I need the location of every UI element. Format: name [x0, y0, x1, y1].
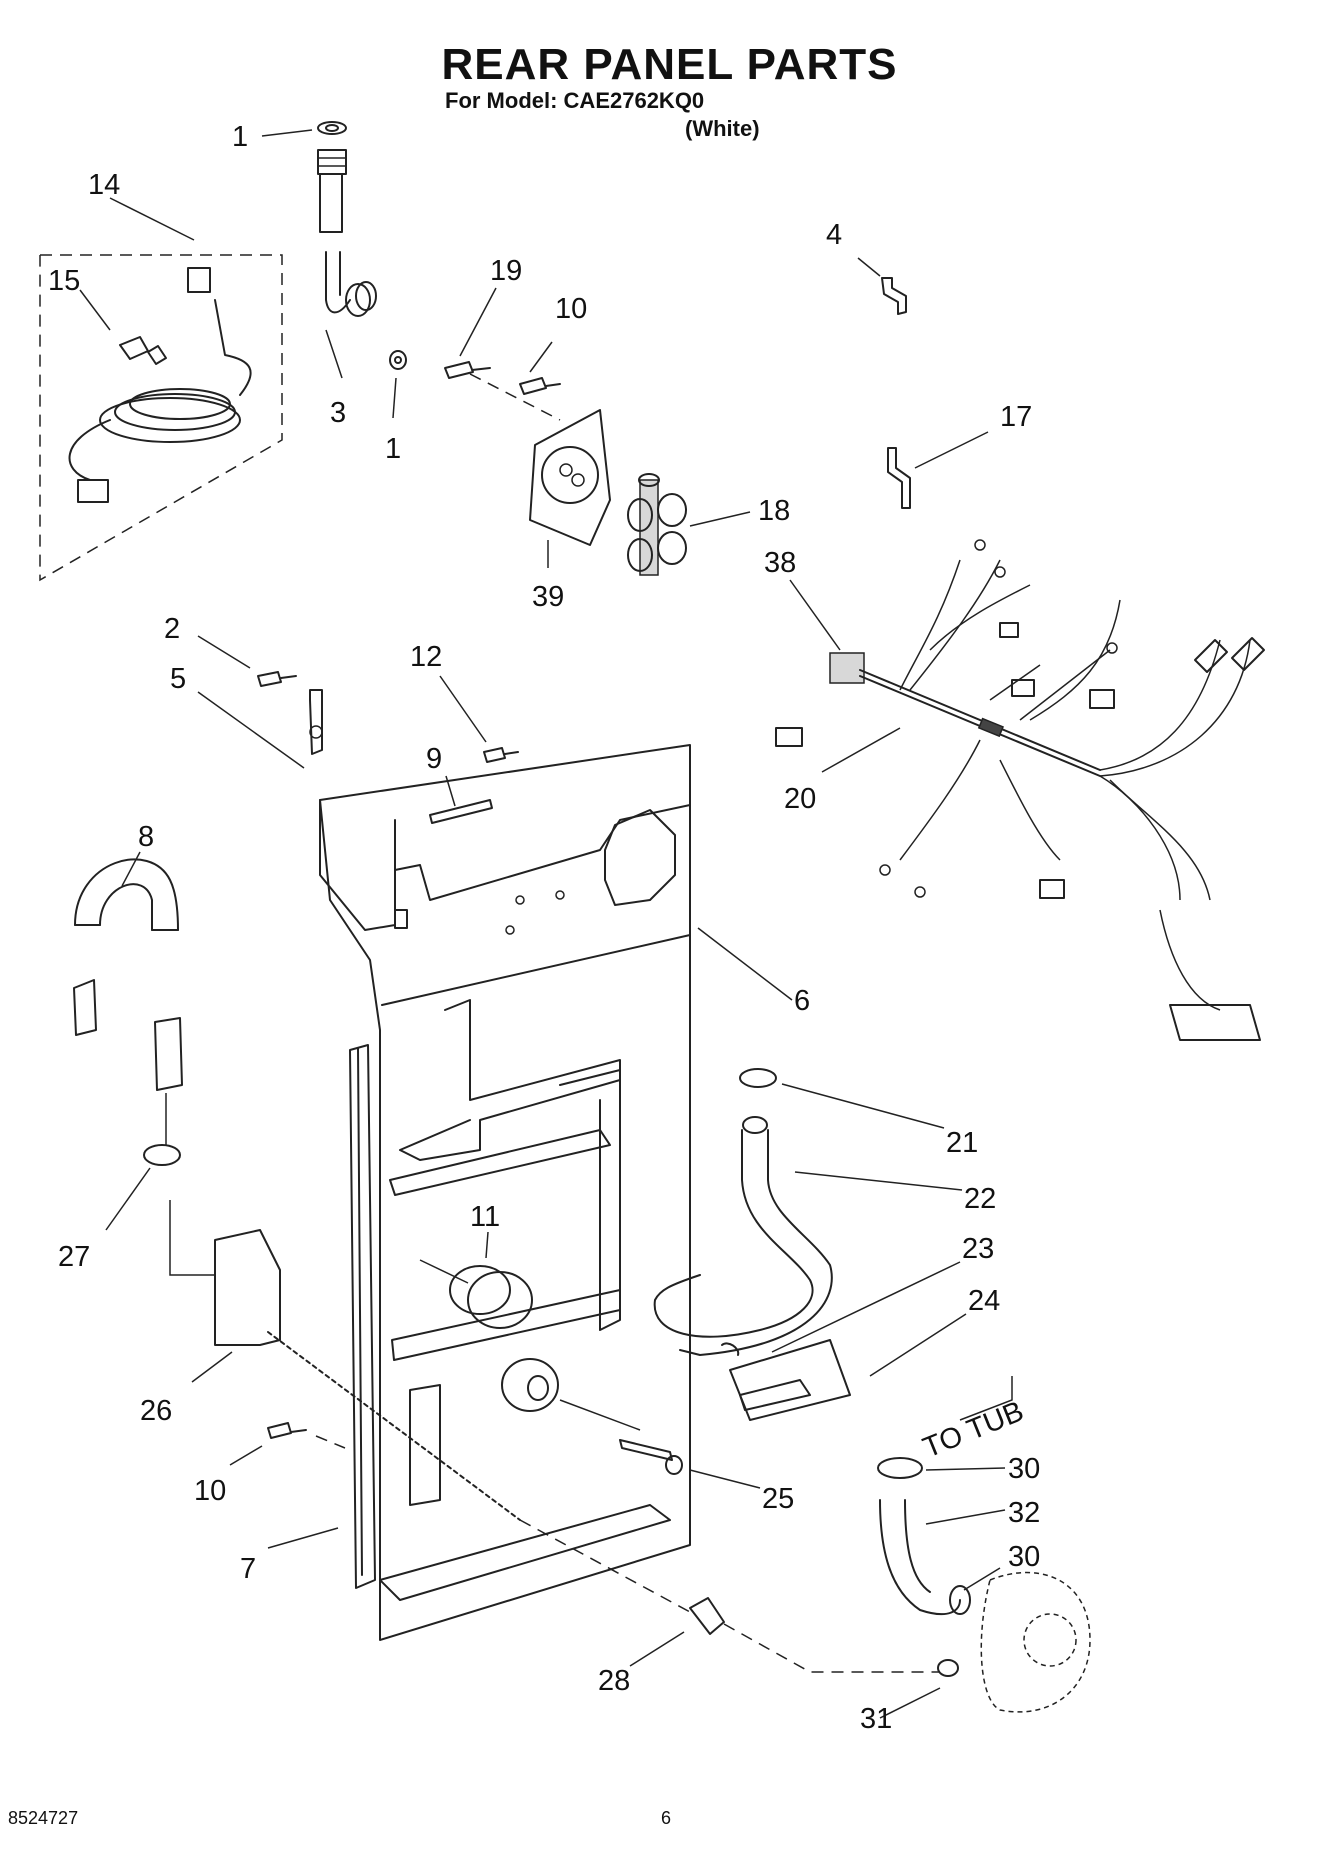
small-brackets: [881, 277, 911, 509]
callout-31-clamp: 31: [860, 1703, 892, 1735]
callout-30-clamp-top: 30: [1008, 1453, 1040, 1485]
callout-3-inlet-hose: 3: [330, 397, 346, 429]
callout-22-fill-hose: 22: [964, 1183, 996, 1215]
leader-lines: [79, 129, 1006, 1719]
pressure-switch: [419, 1259, 683, 1475]
callout-4-bracket: 4: [826, 219, 842, 251]
callout-11-pressure-switch: 11: [470, 1201, 500, 1233]
rear-panel: [319, 744, 691, 1641]
callout-38-harness-connector: 38: [764, 547, 796, 579]
callout-10-screw-top: 10: [555, 293, 587, 325]
callout-8-drain-hose: 8: [138, 821, 154, 853]
callout-10-screw-bottom: 10: [194, 1475, 226, 1507]
callout-6-rear-panel: 6: [794, 985, 810, 1017]
rear-panel-brace: [349, 1044, 376, 1589]
callout-17-bracket: 17: [1000, 401, 1032, 433]
callout-9-strip: 9: [426, 743, 442, 775]
callout-20-wire-harness: 20: [784, 783, 816, 815]
hose-bracket-and-corrugated-hose: [169, 1200, 521, 1521]
document-number: 8524727: [8, 1808, 79, 1828]
upper-fasteners: [257, 671, 519, 824]
callout-15-strain-relief: 15: [48, 265, 80, 297]
callout-2-screw: 2: [164, 613, 180, 645]
inlet-hose-assembly: [317, 121, 407, 370]
fill-hose-assembly: [653, 1068, 851, 1421]
callout-27-clamp: 27: [58, 1241, 90, 1273]
callout-28-clip: 28: [598, 1665, 630, 1697]
callout-14-power-cord-kit: 14: [88, 169, 120, 201]
wire-harness: [775, 539, 1265, 1041]
page-title: REAR PANEL PARTS: [441, 40, 898, 89]
callout-23-clamp: 23: [962, 1233, 994, 1265]
color-variant: (White): [685, 116, 760, 141]
model-line: For Model: CAE2762KQ0: [445, 88, 705, 113]
screws-and-inlet-plate: [444, 361, 611, 546]
callout-30-clamp-bottom: 30: [1008, 1541, 1040, 1573]
callout-18-water-valve: 18: [758, 495, 790, 527]
drain-pump-assembly: [877, 1376, 1091, 1713]
callout-12-screw: 12: [410, 641, 442, 673]
water-valve: [627, 473, 687, 576]
callout-1-washer-top: 1: [232, 121, 248, 153]
callout-21-clamp: 21: [946, 1127, 978, 1159]
callout-19-screw: 19: [490, 255, 522, 287]
lower-screw: [267, 1422, 346, 1449]
callout-39-inlet-plate: 39: [532, 581, 564, 613]
hose-clip: [519, 1519, 940, 1673]
callout-32-hose: 32: [1008, 1497, 1040, 1529]
power-cord-kit: [39, 254, 283, 582]
callout-1-washer-bottom: 1: [385, 433, 401, 465]
page-number: 6: [661, 1808, 672, 1828]
callout-7-brace: 7: [240, 1553, 256, 1585]
callout-24-bracket: 24: [968, 1285, 1000, 1317]
callout-25-knob: 25: [762, 1483, 794, 1515]
callout-26-hose-bracket: 26: [140, 1395, 172, 1427]
callout-5-bracket: 5: [170, 663, 186, 695]
drain-hose: [73, 858, 183, 1166]
